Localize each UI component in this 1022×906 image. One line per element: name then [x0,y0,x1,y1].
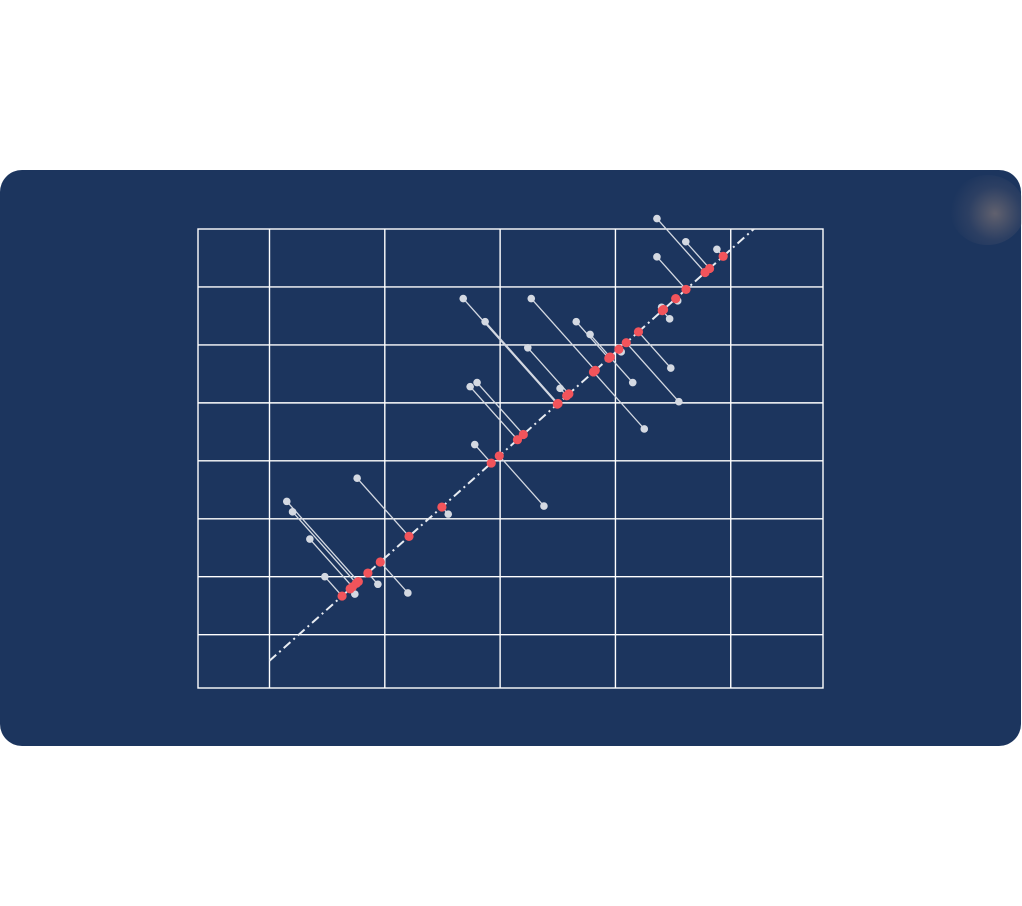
projected-point-30 [704,263,715,274]
original-point-0 [282,497,291,506]
projected-point-8 [486,458,496,468]
projection-line-14 [462,298,558,405]
chart-panel [0,170,1021,746]
original-point-11 [473,378,481,387]
original-point-5 [374,580,382,589]
projection-line-1 [292,511,357,584]
original-point-12 [466,382,474,391]
original-point-20 [640,425,649,433]
projected-point-31 [718,251,728,261]
projected-point-15 [553,398,563,409]
projected-point-21 [605,352,615,362]
projected-point-22 [614,344,624,354]
projected-point-26 [657,305,667,316]
projected-point-12 [512,435,523,445]
projected-point-9 [494,451,504,461]
original-point-23 [675,397,683,406]
original-point-2 [306,535,314,543]
projection-line-30 [685,241,711,269]
original-point-9 [540,502,548,510]
original-points [282,214,721,598]
original-point-19 [586,330,594,339]
projection-line-12 [469,386,518,441]
original-point-6 [404,589,412,597]
projected-point-23 [621,338,631,348]
original-point-17 [556,384,564,393]
original-point-10 [444,510,453,518]
projection-line-21 [609,356,634,384]
projected-point-7 [404,531,414,541]
original-point-7 [353,474,361,483]
projected-point-29 [681,284,691,295]
projected-point-4 [345,584,355,594]
original-point-15 [481,317,489,326]
original-point-26 [665,315,674,323]
projection-line-7 [356,477,410,537]
original-point-18 [572,317,581,326]
projected-point-11 [518,429,528,440]
original-point-21 [628,378,637,387]
original-point-1 [288,508,297,516]
grid [197,228,824,689]
projection-line-18 [575,321,610,359]
original-point-14 [459,294,468,303]
original-point-31 [713,245,721,254]
projected-point-6 [375,557,385,567]
original-point-29 [653,253,661,261]
projected-point-20 [588,367,599,377]
projection-line-19 [589,334,611,358]
projection-line-6 [379,561,409,594]
projected-point-24 [633,327,644,337]
original-point-16 [527,294,536,303]
projected-points [337,251,728,601]
projection-line-16 [530,298,596,371]
original-point-3 [321,572,329,581]
projection-line-20 [592,371,645,430]
projection-line-11 [476,382,524,435]
original-point-30 [681,237,690,246]
projection-line-0 [286,500,359,583]
projected-point-17 [562,391,572,401]
projected-point-5 [363,568,373,578]
projection-line-23 [625,342,680,403]
projection-line-24 [637,331,672,369]
grid-frame [197,228,824,689]
projection-line-28 [656,218,706,273]
projection-line-2 [309,538,353,588]
original-point-13 [523,344,532,352]
projected-point-3 [337,591,347,601]
projection-lines [286,218,724,597]
original-point-8 [470,440,479,449]
original-point-28 [653,214,661,223]
projection-line-15 [484,321,559,404]
original-point-24 [666,364,675,372]
projection-line-29 [656,256,687,290]
projected-point-27 [671,294,681,304]
projected-point-10 [437,502,447,512]
projection-line-9 [498,455,545,507]
